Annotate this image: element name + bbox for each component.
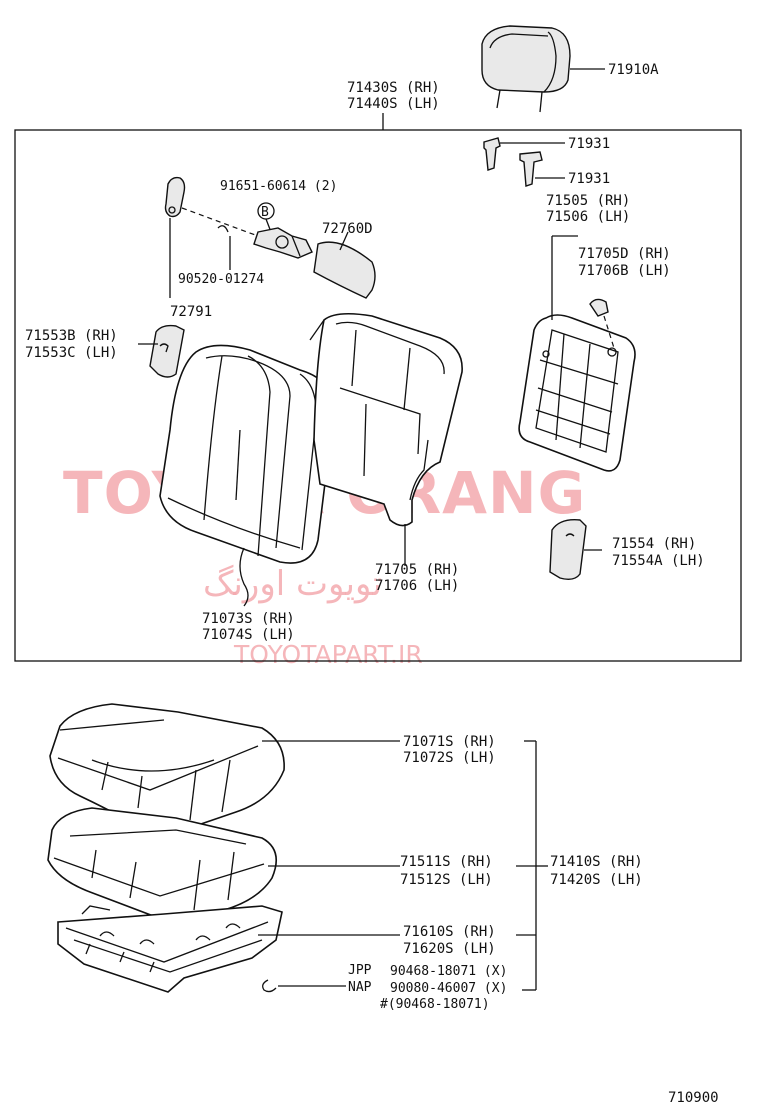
- cushion-frame: [57, 905, 283, 993]
- seatback-cover-leader: [239, 547, 249, 607]
- label-back-cover-rh: 71073S (RH): [202, 611, 295, 627]
- label-bolt: 91651-60614 (2): [220, 179, 337, 194]
- diagram-code: 710900: [668, 1090, 719, 1106]
- lumbar-knob: [589, 298, 615, 349]
- label-frame-lh: 71506 (LH): [546, 209, 630, 225]
- label-back-cover-lh: 71074S (LH): [202, 627, 295, 643]
- label-pad-71705d: 71705D (RH): [578, 246, 671, 262]
- label-frame-rh: 71505 (RH): [546, 193, 630, 209]
- label-side-cover-lh: 71553C (LH): [25, 345, 118, 361]
- side-cover-71553: [138, 324, 185, 378]
- label-knob: 90520-01274: [178, 272, 264, 287]
- label-pad-71705: 71705 (RH): [375, 562, 459, 578]
- cover-plate-72760d: [313, 231, 376, 299]
- label-cushion-cover-lh: 71072S (LH): [403, 750, 496, 766]
- label-cushion-frame-rh: 71610S (RH): [403, 924, 496, 940]
- label-cushion-assy-lh: 71420S (LH): [550, 872, 643, 888]
- bolt-marker-letter: B: [261, 205, 269, 220]
- seatback-pad: [309, 312, 463, 527]
- label-clip-alt: #(90468-18071): [380, 997, 490, 1012]
- label-cover-plate: 72760D: [322, 221, 373, 237]
- label-cushion-pad-rh: 71511S (RH): [400, 854, 493, 870]
- headrest-support-lower: [519, 151, 565, 187]
- headrest-support-upper: [483, 137, 565, 171]
- label-seatback-assy-lh: 71440S (LH): [347, 96, 440, 112]
- recliner-assembly: [253, 227, 313, 259]
- label-nap: NAP: [348, 980, 372, 995]
- label-pad-71706b: 71706B (LH): [578, 263, 671, 279]
- watermark-farsi: تویوت اورنگ: [203, 564, 382, 604]
- label-cushion-assy-rh: 71410S (RH): [550, 854, 643, 870]
- label-cushion-pad-lh: 71512S (LH): [400, 872, 493, 888]
- label-clip-nap: 90080-46007 (X): [390, 981, 507, 996]
- label-jpp: JPP: [348, 963, 372, 978]
- label-clip-jpp: 90468-18071 (X): [390, 964, 507, 979]
- cushion-pad: [47, 807, 278, 921]
- part-labels: 71910A 71430S (RH) 71440S (LH) 71931 719…: [25, 62, 719, 1106]
- cushion-cover: [49, 703, 285, 839]
- label-cushion-frame-lh: 71620S (LH): [403, 941, 496, 957]
- bolt-b-marker: B: [257, 202, 275, 233]
- label-support-upper: 71931: [568, 136, 610, 152]
- seatback-frame: [518, 314, 636, 472]
- seatback-group-box: [14, 129, 742, 662]
- watermark-site: TOYOTAPART.IR: [233, 640, 423, 669]
- recliner-lever: [164, 176, 259, 237]
- label-cover-71554a: 71554A (LH): [612, 553, 705, 569]
- seatback-cover: [159, 344, 335, 564]
- clip-hog-ring: [262, 979, 346, 993]
- recliner-knob: [217, 225, 231, 270]
- side-cover-71554: [549, 519, 602, 581]
- label-headrest: 71910A: [608, 62, 659, 78]
- headrest: [481, 25, 571, 113]
- label-lever: 72791: [170, 304, 212, 320]
- label-pad-71706: 71706 (LH): [375, 578, 459, 594]
- cushion-assy-bracket: [516, 740, 548, 991]
- label-support-lower: 71931: [568, 171, 610, 187]
- label-cushion-cover-rh: 71071S (RH): [403, 734, 496, 750]
- label-seatback-assy-rh: 71430S (RH): [347, 80, 440, 96]
- label-side-cover-rh: 71553B (RH): [25, 328, 118, 344]
- label-cover-71554: 71554 (RH): [612, 536, 696, 552]
